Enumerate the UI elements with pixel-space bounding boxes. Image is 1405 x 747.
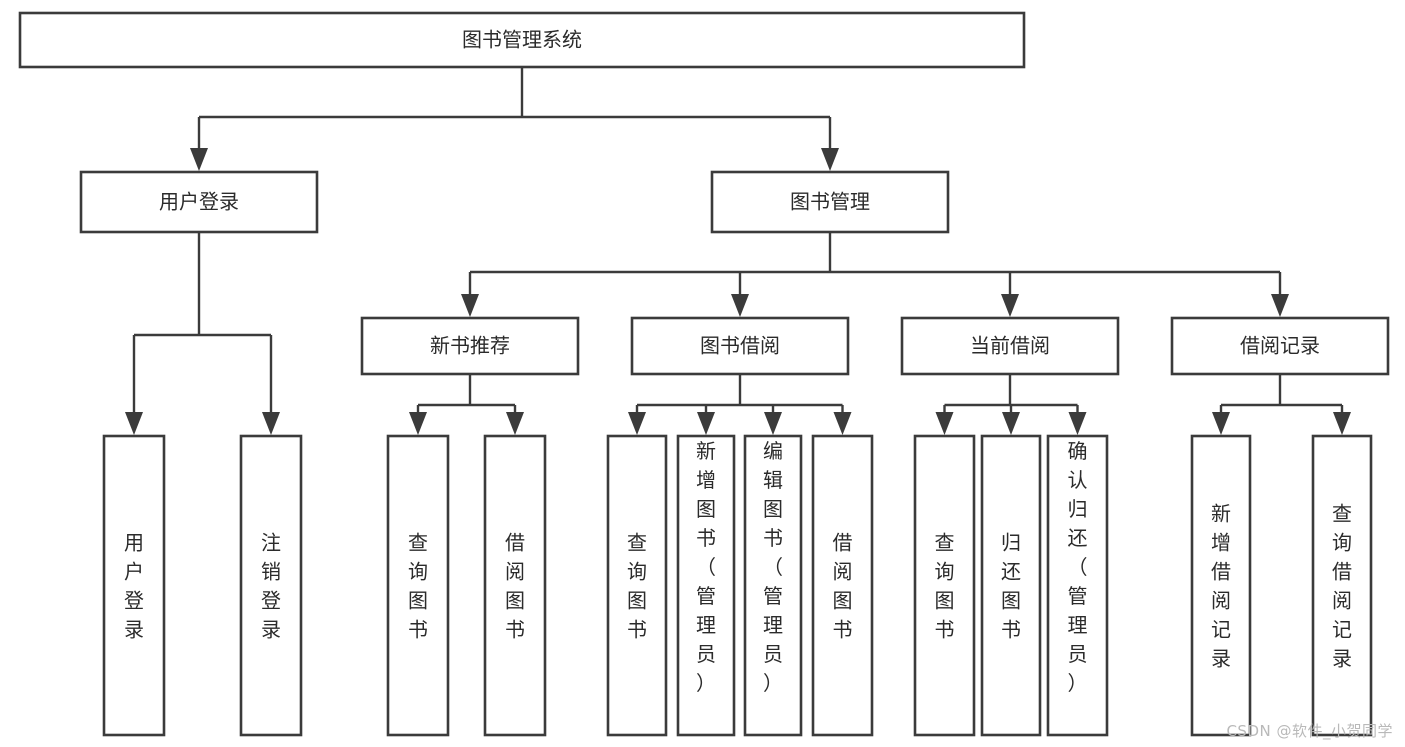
arrow-head-icon (628, 412, 646, 435)
node-label: 新增借阅记录 (1211, 502, 1231, 671)
node-label: 图书管理 (790, 190, 870, 214)
node-box[interactable] (811, 434, 874, 737)
node-label: 图书管理系统 (462, 28, 582, 52)
arrow-head-icon (190, 148, 208, 171)
arrow-head-icon (125, 412, 143, 435)
node-label: 查询图书 (627, 531, 647, 642)
node-label: 借阅图书 (833, 531, 853, 642)
arrow-head-icon (409, 412, 427, 435)
node-box[interactable] (360, 316, 580, 376)
node-label: 新书推荐 (430, 334, 510, 358)
node-leaf-borrow-book-1[interactable]: 借阅图书 (483, 434, 547, 737)
node-leaf-query-record[interactable]: 查询借阅记录 (1311, 434, 1373, 737)
node-book-manage[interactable]: 图书管理 (710, 170, 950, 234)
connector-group-root (190, 67, 839, 171)
node-label: 用户登录 (124, 531, 144, 642)
node-box[interactable] (79, 170, 319, 234)
arrow-head-icon (1001, 294, 1019, 317)
node-leaf-confirm-return[interactable]: 确认归还（管理员） (1046, 434, 1109, 737)
node-label: 查询图书 (408, 531, 428, 642)
node-box[interactable] (239, 434, 303, 737)
arrow-head-icon (833, 412, 852, 435)
node-layer: 图书管理系统用户登录图书管理新书推荐图书借阅当前借阅借阅记录用户登录注销登录查询… (18, 11, 1390, 737)
node-label: 查询借阅记录 (1332, 502, 1352, 671)
node-box[interactable] (913, 434, 976, 737)
node-box[interactable] (1046, 434, 1109, 737)
connector-group-user-login (125, 232, 280, 435)
node-box[interactable] (900, 316, 1120, 376)
node-label: 确认归还（管理员） (1068, 439, 1088, 695)
arrow-head-icon (697, 412, 715, 435)
node-leaf-logout[interactable]: 注销登录 (239, 434, 303, 737)
node-label: 图书借阅 (700, 334, 780, 358)
node-box[interactable] (1190, 434, 1252, 737)
node-label: 注销登录 (261, 531, 281, 642)
arrow-head-icon (1212, 412, 1230, 435)
arrow-head-icon (821, 148, 839, 171)
node-label: 借阅记录 (1240, 334, 1320, 358)
node-box[interactable] (710, 170, 950, 234)
node-label: 归还图书 (1001, 531, 1021, 642)
node-box[interactable] (483, 434, 547, 737)
watermark-label: CSDN @软件_小贺同学 (1226, 722, 1393, 740)
node-label: 查询图书 (935, 531, 955, 642)
node-box[interactable] (1311, 434, 1373, 737)
node-box[interactable] (606, 434, 668, 737)
node-box[interactable] (630, 316, 850, 376)
connector-layer (125, 67, 1351, 435)
node-new-book-rec[interactable]: 新书推荐 (360, 316, 580, 376)
node-label: 借阅图书 (505, 531, 525, 642)
node-user-login[interactable]: 用户登录 (79, 170, 319, 234)
connector-group-borrow-record (1212, 374, 1351, 435)
connector-group-new-book-rec (409, 374, 524, 435)
connector-group-book-borrow (628, 374, 852, 435)
arrow-head-icon (764, 412, 782, 435)
node-current-borrow[interactable]: 当前借阅 (900, 316, 1120, 376)
node-label: 用户登录 (159, 190, 239, 214)
arrow-head-icon (1271, 294, 1289, 317)
node-root[interactable]: 图书管理系统 (18, 11, 1026, 69)
arrow-head-icon (461, 294, 479, 317)
arrow-head-icon (935, 412, 954, 435)
node-label: 当前借阅 (970, 334, 1050, 358)
node-leaf-query-book-2[interactable]: 查询图书 (606, 434, 668, 737)
node-label: 编辑图书（管理员） (763, 439, 783, 695)
node-leaf-add-record[interactable]: 新增借阅记录 (1190, 434, 1252, 737)
node-leaf-user-login[interactable]: 用户登录 (102, 434, 166, 737)
node-box[interactable] (980, 434, 1042, 737)
node-box[interactable] (18, 11, 1026, 69)
connector-group-book-manage (461, 232, 1289, 317)
node-leaf-add-book[interactable]: 新增图书（管理员） (676, 434, 736, 737)
node-leaf-edit-book[interactable]: 编辑图书（管理员） (743, 434, 803, 737)
node-box[interactable] (1170, 316, 1390, 376)
node-book-borrow[interactable]: 图书借阅 (630, 316, 850, 376)
node-box[interactable] (743, 434, 803, 737)
arrow-head-icon (262, 412, 280, 435)
node-box[interactable] (386, 434, 450, 737)
node-leaf-query-book-1[interactable]: 查询图书 (386, 434, 450, 737)
node-borrow-record[interactable]: 借阅记录 (1170, 316, 1390, 376)
arrow-head-icon (1333, 412, 1351, 435)
arrow-head-icon (1002, 412, 1020, 435)
node-box[interactable] (676, 434, 736, 737)
node-leaf-query-book-3[interactable]: 查询图书 (913, 434, 976, 737)
node-box[interactable] (102, 434, 166, 737)
node-leaf-borrow-book-2[interactable]: 借阅图书 (811, 434, 874, 737)
node-leaf-return-book[interactable]: 归还图书 (980, 434, 1042, 737)
node-label: 新增图书（管理员） (696, 439, 716, 695)
arrow-head-icon (731, 294, 749, 317)
connector-group-current-borrow (935, 374, 1087, 435)
arrow-head-icon (1068, 412, 1087, 435)
arrow-head-icon (506, 412, 524, 435)
